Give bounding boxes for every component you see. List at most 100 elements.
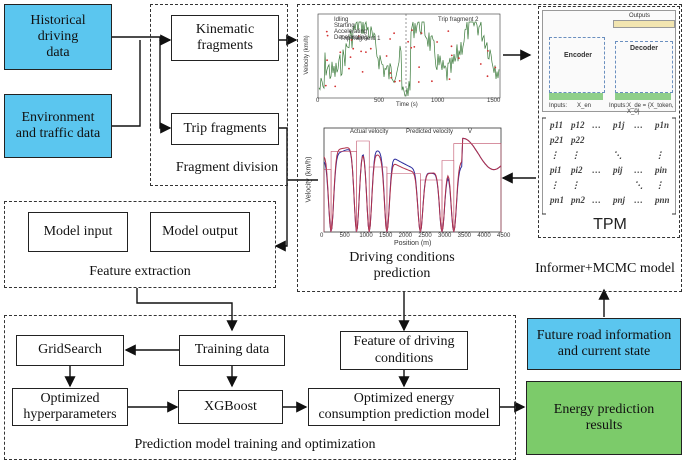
feature-driving-conditions-box: Feature of driving conditions (340, 331, 468, 370)
informer-outputs-label: Outputs (629, 13, 651, 19)
chart2-xtick: 1500 (379, 233, 393, 239)
chart1-legend-item: Idling (334, 17, 349, 23)
chart1-state-marker (389, 72, 392, 74)
chart1-state-marker (418, 66, 420, 68)
chart2-xtick: 1000 (359, 233, 373, 239)
tpm-cell: p11 (550, 120, 564, 130)
chart2-legend-actual: Actual velocity (350, 129, 389, 135)
tpm-cell: pnj (613, 195, 626, 205)
chart1-state-marker (486, 75, 489, 78)
tpm-cell: pnn (655, 195, 670, 205)
fragment-division-label: Fragment division (175, 160, 279, 175)
chart2-xtick: 3500 (457, 233, 472, 239)
decoder-input-bar (615, 93, 671, 100)
chart1-state-marker (357, 35, 360, 37)
encoder-block: Encoder (549, 37, 605, 93)
tpm-cell: ⋮ (550, 180, 559, 190)
chart1-state-marker (407, 40, 409, 43)
model-output-box: Model output (150, 212, 250, 252)
chart1-state-marker (334, 85, 337, 88)
gridsearch-box: GridSearch (16, 335, 124, 366)
chart1-state-marker (394, 80, 396, 83)
arrow-feature-training (136, 288, 238, 332)
optimized-hyperparameters-box: Optimized hyperparameters (12, 388, 128, 426)
chart1-state-marker (448, 78, 451, 80)
tpm-label: TPM (593, 216, 627, 233)
chart1-state-marker (326, 34, 329, 37)
tpm-cell: p1j (613, 120, 625, 130)
chart2-xtick: 500 (339, 233, 350, 239)
chart1-state-marker (389, 38, 391, 40)
trip-fragments-box: Trip fragments (171, 113, 279, 145)
chart2-predicted-velocity-line (323, 137, 502, 233)
chart2-xtick: 2000 (398, 233, 413, 239)
tpm-cell: p21 (550, 135, 564, 145)
feature-extraction-group (4, 201, 276, 288)
chart1-velocity-trace (318, 20, 500, 97)
chart2-xlabel: Position (m) (394, 240, 432, 247)
tpm-cell: … (634, 120, 643, 130)
chart1-state-marker (385, 55, 388, 57)
chart1-state-marker (479, 63, 482, 65)
tpm-cell: pi1 (550, 165, 562, 175)
output-token-bar (613, 20, 675, 28)
chart1-ylabel: Velocity (km/h) (304, 35, 310, 75)
kinematic-fragments-box: Kinematic fragments (171, 15, 279, 61)
chart1-state-marker (365, 51, 367, 53)
chart2-ylabel: Velocity (km/h) (305, 156, 313, 203)
tpm-cell: ⋮ (571, 180, 580, 190)
training-group-label: Prediction model training and optimizati… (134, 437, 376, 452)
chart1-xlabel: Time (s) (396, 102, 418, 108)
fragment-division-group (150, 4, 288, 186)
chart1-state-marker (324, 84, 327, 87)
encoder-label: Encoder (564, 52, 593, 59)
chart2-xtick: 4000 (477, 233, 491, 239)
velocity-prediction-chart-panel: Velocity (km/h) Position (m) Actual velo… (305, 122, 510, 250)
chart1-state-marker (325, 30, 328, 33)
chart1-state-marker (339, 51, 342, 54)
decoder-inputs-label: Inputs: (609, 103, 628, 109)
arrow-historical-kinematic (112, 34, 172, 46)
model-input-box: Model input (28, 212, 128, 252)
chart1-state-marker (431, 80, 433, 83)
tpm-cell: pin (655, 165, 668, 175)
historical-driving-data-box: Historical driving data (4, 4, 112, 70)
chart1-legend-item: Starting (334, 23, 355, 29)
tpm-cell: ⋮ (571, 150, 580, 160)
tpm-cell: … (592, 120, 601, 130)
chart1-trip2-label: Trip fragment 2 (438, 17, 479, 23)
tpm-cell: … (634, 195, 643, 205)
decoder-block: Decoder (615, 41, 673, 93)
future-road-info-box: Future road information and current stat… (527, 318, 681, 370)
energy-prediction-results-box: Energy prediction results (526, 381, 682, 455)
chart1-state-marker (420, 32, 423, 34)
tpm-cell: pi2 (571, 165, 583, 175)
chart1-state-marker (413, 46, 416, 48)
kinematic-chart-panel: Velocity (km/h) Time (s) 0 500 1000 1500… (300, 8, 503, 110)
chart1-state-marker (450, 54, 453, 57)
chart1-xtick: 500 (374, 98, 385, 104)
chart2-mean-velocity-step (420, 179, 443, 232)
tpm-cell: p1n (655, 120, 670, 130)
chart1-xtick: 1500 (487, 98, 501, 104)
encoder-x-en: X_en (577, 103, 592, 109)
chart1-state-marker (390, 76, 393, 79)
chart1-state-marker (398, 80, 401, 82)
tpm-cell: p12 (571, 120, 585, 130)
chart2-xtick: 2500 (418, 233, 432, 239)
chart1-state-marker (360, 50, 362, 53)
informer-mcmc-label: Informer+MCMC model (535, 261, 675, 276)
chart1-state-marker (436, 41, 438, 43)
chart1-legend-item: Decelerating (334, 35, 368, 41)
driving-prediction-label: Driving conditions prediction (349, 250, 455, 282)
training-group (4, 315, 516, 460)
chart1-state-marker (447, 30, 450, 32)
chart1-state-marker (361, 71, 364, 73)
chart1-state-marker (417, 81, 420, 83)
chart2-xtick: 0 (320, 233, 324, 239)
chart1-state-marker (487, 50, 489, 52)
optimized-energy-model-box: Optimized energy consumption prediction … (308, 388, 500, 426)
tpm-cell: ⋱ (634, 180, 643, 190)
tpm-cell: ⋮ (655, 150, 664, 160)
